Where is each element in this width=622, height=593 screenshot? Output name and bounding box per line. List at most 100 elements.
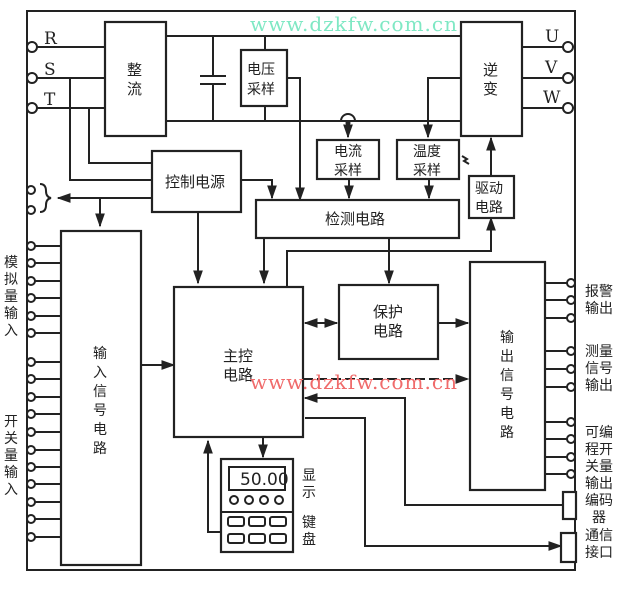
display-readout: 50.00	[240, 470, 289, 490]
input-signal-circuit-block	[59, 229, 143, 567]
control-power-label: 控制电源	[165, 173, 225, 191]
input-terminal-group	[26, 241, 61, 542]
display-screen	[228, 466, 286, 491]
switch-input-terminal[interactable]	[26, 445, 36, 455]
terminal-u[interactable]	[562, 41, 574, 53]
measurement-output-terminal[interactable]	[566, 346, 576, 356]
detection-circuit-label: 检测电路	[325, 210, 385, 228]
switch-input-terminal[interactable]	[26, 479, 36, 489]
drive-circuit-label-1: 驱动	[475, 181, 503, 197]
input-signal-label-4: 号	[93, 403, 107, 419]
enclosure-frame	[26, 10, 576, 571]
current-sampling-label-2: 采样	[334, 163, 362, 179]
temperature-sampling-label-1: 温度	[413, 144, 441, 160]
analog-input-label-5: 入	[4, 323, 18, 339]
input-signal-label-3: 信	[93, 384, 107, 400]
display-label-1: 显	[302, 468, 316, 484]
encoder-connector[interactable]	[561, 490, 578, 521]
programmable-output-terminal[interactable]	[566, 434, 576, 444]
switch-input-terminal[interactable]	[26, 374, 36, 384]
rectifier-block	[103, 20, 168, 138]
terminal-w-label: W	[543, 88, 561, 108]
switch-input-label-5: 入	[4, 482, 18, 498]
main-control-label-2: 电路	[223, 366, 253, 384]
keypad-key[interactable]	[248, 533, 266, 544]
alarm-output-terminal[interactable]	[566, 278, 576, 288]
keypad-key[interactable]	[269, 516, 287, 527]
terminal-v[interactable]	[562, 72, 574, 84]
terminal-w[interactable]	[562, 102, 574, 114]
measurement-output-terminal[interactable]	[566, 364, 576, 374]
analog-input-terminal[interactable]	[26, 276, 36, 286]
input-signal-label-6: 路	[93, 441, 107, 457]
keypad-key[interactable]	[248, 516, 266, 527]
terminal-s[interactable]	[26, 72, 38, 84]
programmable-output-label-3: 关量	[585, 459, 613, 475]
indicator-led	[244, 495, 254, 505]
indicator-led	[229, 495, 239, 505]
aux-terminal[interactable]	[26, 185, 36, 195]
terminal-r[interactable]	[26, 41, 38, 53]
analog-input-terminal[interactable]	[26, 258, 36, 268]
terminal-t[interactable]	[26, 102, 38, 114]
indicator-led	[259, 495, 269, 505]
main-control-block	[172, 285, 305, 439]
switch-input-label-2: 关	[4, 431, 18, 447]
switch-input-terminal[interactable]	[26, 462, 36, 472]
analog-input-terminal[interactable]	[26, 293, 36, 303]
display-keyboard-panel: 50.00	[219, 457, 295, 554]
keyboard-label-2: 盘	[302, 531, 316, 548]
watermark-top: www.dzkfw.com.cn	[250, 12, 458, 36]
inverter-label-2: 变	[483, 80, 498, 98]
programmable-output-label-4: 输出	[585, 476, 613, 492]
temperature-sampling-label-2: 采样	[413, 163, 441, 179]
analog-input-terminal[interactable]	[26, 328, 36, 338]
switch-input-terminal[interactable]	[26, 427, 36, 437]
voltage-sampling-label-1: 电压	[247, 62, 275, 78]
programmable-output-terminal[interactable]	[566, 417, 576, 427]
thermistor-icon	[461, 155, 470, 165]
measurement-output-label-1: 测量	[585, 344, 613, 360]
switch-input-terminal[interactable]	[26, 409, 36, 419]
comm-interface-connector[interactable]	[559, 531, 578, 564]
alarm-output-terminal[interactable]	[566, 313, 576, 323]
switch-input-terminal[interactable]	[26, 392, 36, 402]
keypad-key[interactable]	[269, 533, 287, 544]
programmable-output-terminal[interactable]	[566, 452, 576, 462]
analog-input-terminal[interactable]	[26, 241, 36, 251]
inverter-label-1: 逆	[483, 61, 498, 79]
alarm-output-terminal[interactable]	[566, 295, 576, 305]
analog-input-label-4: 输	[4, 306, 18, 322]
terminal-t-label: T	[44, 90, 56, 110]
terminal-s-label: S	[44, 60, 56, 80]
alarm-output-label-1: 报警	[585, 284, 613, 300]
switch-input-label-1: 开	[4, 414, 18, 430]
switch-input-terminal[interactable]	[26, 497, 36, 507]
keypad-key[interactable]	[227, 533, 245, 544]
measurement-output-terminal[interactable]	[566, 382, 576, 392]
analog-input-terminal[interactable]	[26, 311, 36, 321]
rectifier-label-2: 流	[127, 80, 142, 98]
input-signal-label-5: 电	[93, 422, 107, 438]
switch-input-terminal[interactable]	[26, 532, 36, 542]
voltage-sampling-label-2: 采样	[247, 82, 275, 98]
switch-input-terminal[interactable]	[26, 514, 36, 524]
protection-circuit-label-2: 电路	[373, 322, 403, 340]
keypad-key[interactable]	[227, 516, 245, 527]
input-terminals: R S T	[26, 29, 58, 114]
programmable-output-label-1: 可编	[585, 425, 613, 441]
programmable-output-terminal[interactable]	[566, 469, 576, 479]
input-signal-label-1: 输	[93, 346, 107, 362]
aux-terminal[interactable]	[26, 205, 36, 215]
watermark-middle: www.dzkfw.com.cn	[250, 370, 458, 394]
encoder-label-2: 器	[592, 510, 606, 526]
comm-interface-label-1: 通信	[585, 528, 613, 544]
aux-power-bracket-icon	[39, 183, 52, 213]
rectifier-label-1: 整	[127, 61, 142, 79]
drive-circuit-label-2: 电路	[475, 200, 503, 216]
output-signal-label-6: 路	[500, 425, 514, 441]
switch-input-terminal[interactable]	[26, 357, 36, 367]
terminal-v-label: V	[544, 58, 558, 78]
output-signal-label-1: 输	[500, 330, 514, 346]
